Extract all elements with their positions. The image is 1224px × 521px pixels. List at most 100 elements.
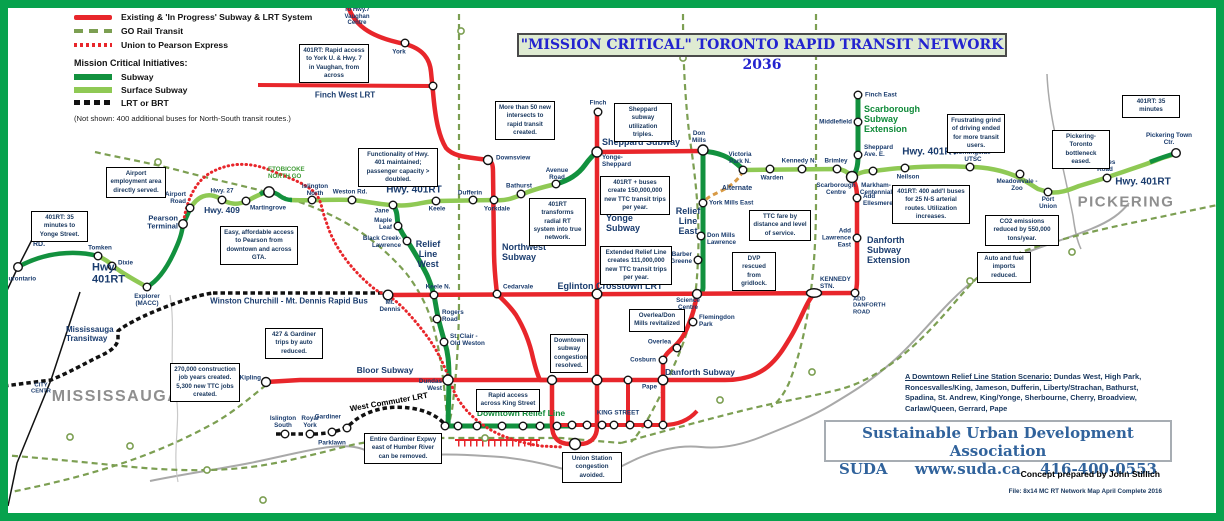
callout-auto-and-fuel-imports-reduced: Auto and fuel imports reduced.: [977, 252, 1031, 284]
map-label-hwy-401rt: Hwy. 401RT: [386, 184, 442, 196]
station-dot: [552, 421, 562, 431]
map-label-flemingdon-park: Flemingdon Park: [699, 313, 735, 328]
map-label-meadowvale-zoo: Meadowvale - Zoo: [996, 177, 1038, 192]
callout-pickering-toronto-bottleneck-e: Pickering-Toronto bottleneck eased.: [1052, 130, 1110, 170]
line-sheppard-subway: [596, 148, 702, 155]
callout-more-than-50-new-intersects-to: More than 50 new intersects to rapid tra…: [495, 101, 555, 141]
map-label-weston-rd: Weston Rd.: [332, 188, 368, 196]
station-dot: [428, 81, 438, 91]
station-dot: [342, 423, 352, 433]
legend-label: Subway: [121, 71, 154, 82]
station-dot: [593, 107, 603, 117]
station-dot: [597, 420, 607, 430]
map-label-neilson: Neilson: [896, 173, 920, 181]
map-label-hwy-27: Hwy. 27: [210, 187, 234, 195]
station-dot: [688, 317, 698, 327]
legend: Existing & 'In Progress' Subway & LRT Sy…: [74, 10, 312, 123]
station-dot: [568, 437, 582, 451]
station-dot: [738, 165, 748, 175]
line-eglinton-crosstown: [387, 290, 856, 298]
map-label-brimley: Brimley: [824, 157, 848, 165]
map-label-to-hwy-7-vaughan-centre: To Hwy.7 Vaughan Centre: [344, 6, 370, 27]
map-label-islington-south: Islington South: [269, 414, 297, 429]
map-label-dundas-west: Dundas West: [418, 377, 442, 392]
drl-station-scenario: A Downtown Relief Line Station Scenario:…: [905, 372, 1157, 415]
go-stop-dot: [716, 396, 724, 404]
light-green-swatch: [74, 86, 112, 93]
go-stop-dot: [203, 466, 211, 474]
station-dot: [1170, 147, 1181, 158]
station-dot: [697, 144, 709, 156]
station-dot: [832, 164, 842, 174]
legend-row-go: GO Rail Transit: [74, 24, 312, 38]
go-stop-dot: [1068, 248, 1076, 256]
callout-union-station-congestion-avoid: Union Station congestion avoided.: [562, 452, 622, 484]
go-stop-dot: [66, 433, 74, 441]
map-title: "MISSION CRITICAL" TORONTO RAPID TRANSIT…: [517, 33, 1007, 73]
map-label-middlefield: Middlefield: [819, 118, 852, 126]
line-finch-west-lrt: [257, 83, 434, 88]
station-dot: [185, 203, 195, 213]
map-label-dixie: Dixie: [118, 259, 134, 267]
map-label-etobicoke-north-go: ETOBICOKE NORTH GO: [268, 166, 305, 180]
map-label-jane: Jane: [374, 207, 389, 215]
callout-401rt-35-minutes: 401RT: 35 minutes: [1122, 95, 1180, 118]
station-dot: [1043, 187, 1053, 197]
legend-row-surface-subway: Surface Subway: [74, 83, 312, 96]
map-label-yonge-sheppard: Yonge- Sheppard: [602, 153, 632, 168]
station-dot: [1015, 169, 1025, 179]
map-label-northwest-subway: Northwest Subway: [502, 241, 547, 262]
map-label-finch-west-lrt: Finch West LRT: [314, 90, 376, 100]
station-dot: [393, 221, 403, 231]
map-label-tomken: Tomken: [88, 244, 112, 252]
map-label-markham-centennial: Markham- Centennial: [859, 181, 893, 196]
map-label-barber-greene: Barber Greene: [670, 250, 692, 265]
station-dot: [693, 255, 703, 265]
map-label-martingrove: Martingrove: [250, 204, 287, 212]
map-label-don-mills: Don Mills: [692, 129, 706, 144]
station-dot: [850, 288, 860, 298]
map-label-danforth-subway: Danforth Subway: [665, 367, 735, 378]
map-label-don-mills-lawrence: Don Mills Lawrence: [707, 231, 737, 246]
map-label-maple-leaf: Maple Leaf: [374, 216, 392, 231]
callout-extended-relief-line-creates-1: Extended Relief Line creates 111,000,000…: [600, 246, 672, 286]
callout-frustrating-grind-of-driving-e: Frustrating grind of driving ended for m…: [947, 114, 1005, 154]
go-stop-dot: [259, 496, 267, 504]
map-label-black-creek-lawrence: Black Creek- Lawrence: [362, 234, 401, 249]
map-label-york-mills-east: York Mills East: [709, 199, 754, 207]
station-dot: [591, 374, 603, 386]
station-dot: [698, 198, 708, 208]
org-abbr: SUDA: [839, 460, 888, 478]
map-label-pickering-town-ctr: Pickering Town Ctr.: [1145, 131, 1193, 146]
map-label-parklawn: Parklawn: [318, 439, 346, 447]
station-dot: [12, 262, 24, 273]
station-dot: [307, 195, 317, 205]
callout-427-gardiner-trips-by-auto-red: 427 & Gardiner trips by auto reduced.: [265, 328, 323, 360]
org-name: Sustainable Urban Development Associatio…: [862, 424, 1134, 460]
drl-scenario-stations: Dundas West, High Park, Roncesvalles/Kin…: [905, 372, 1142, 414]
station-dot: [142, 282, 152, 292]
callout-dvp-rescued-from-gridlock: DVP rescued from gridlock.: [732, 252, 776, 292]
map-label-relief-line-east: Relief Line East: [675, 205, 701, 237]
legend-row-subway: Subway: [74, 70, 312, 83]
line-union-pearson-express: [181, 162, 564, 449]
line-pickering-boundary: [1046, 73, 1082, 250]
station-dot: [400, 38, 410, 48]
line-yonge-university-spadina: [345, 5, 600, 447]
go-dashed-swatch: [74, 29, 112, 33]
station-dot: [432, 314, 442, 324]
red-line-swatch: [74, 14, 112, 20]
map-label-winston-churchill-mt-dennis-ra: Winston Churchill - Mt. Dennis Rapid Bus: [210, 296, 368, 306]
station-dot: [442, 374, 454, 386]
station-dot: [658, 420, 668, 430]
station-dot: [696, 231, 706, 241]
map-label-mississauga-transitway: Mississauga Transitway: [66, 325, 114, 343]
file-note: File: 8x14 MC RT Network Map April Compl…: [1008, 488, 1162, 495]
map-label-cedarvale: Cedarvale: [503, 283, 534, 291]
callout-downtown-subway-congestion-res: Downtown subway congestion resolved.: [550, 334, 588, 374]
map-label-scarborough-subway-extension: Scarborough Subway Extension: [864, 103, 921, 135]
station-dot: [453, 421, 463, 431]
line-shoreline: [149, 202, 1130, 482]
station-dot: [546, 374, 558, 386]
org-phone: 416-400-0553: [1040, 460, 1157, 478]
